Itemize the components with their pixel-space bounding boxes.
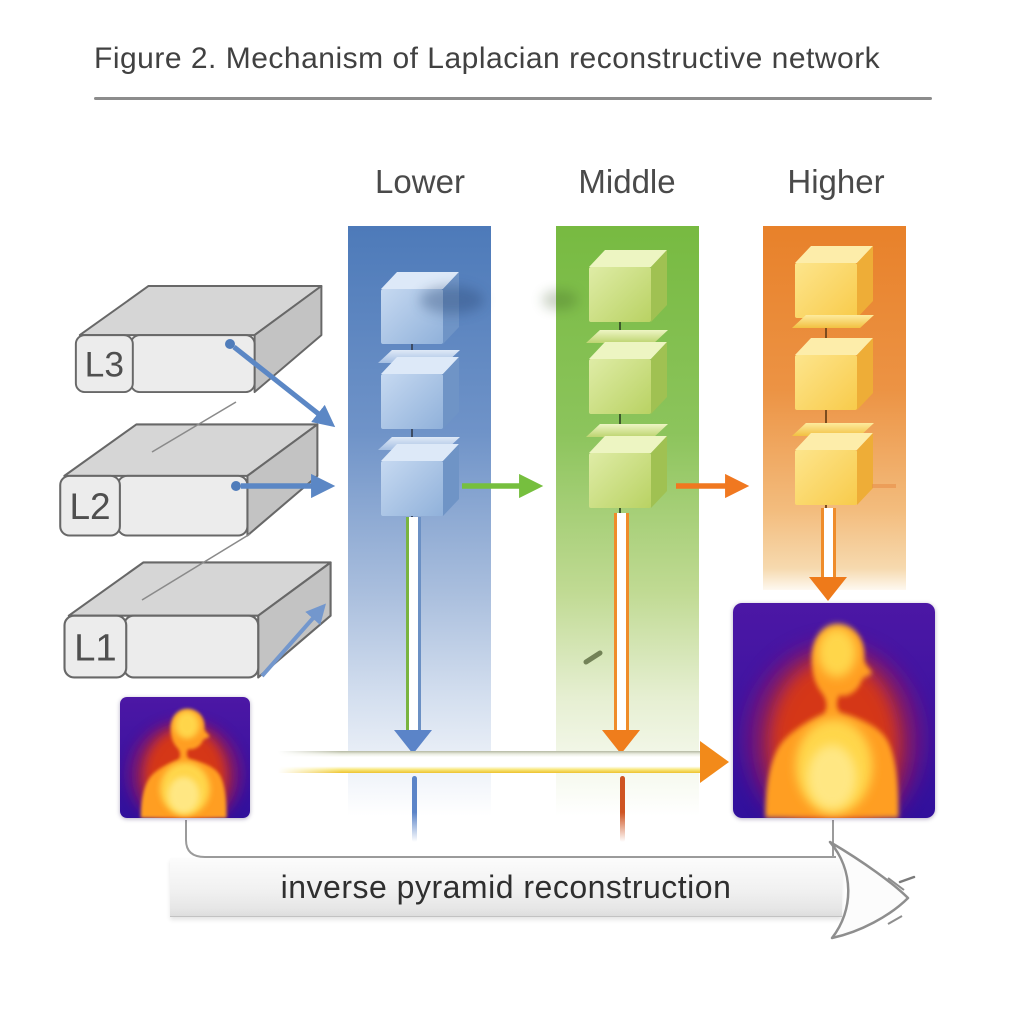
l2-slab: L2 bbox=[59, 423, 319, 537]
l1-label: L1 bbox=[74, 626, 117, 669]
lower-arrow-tail bbox=[412, 776, 417, 842]
laplacian-plate bbox=[792, 315, 874, 328]
feature-cube bbox=[381, 272, 459, 344]
higher-down-arrowhead bbox=[809, 577, 847, 601]
feature-cube bbox=[795, 338, 873, 410]
stray-mark bbox=[898, 875, 916, 884]
column-label-middle: Middle bbox=[578, 163, 676, 200]
laplacian-plate bbox=[792, 423, 874, 436]
feature-cube bbox=[795, 433, 873, 505]
l3-slab: L3 bbox=[74, 285, 323, 394]
middle-cube-connector-line bbox=[619, 315, 621, 515]
column-label-higher: Higher bbox=[787, 163, 885, 200]
l3-label: L3 bbox=[85, 345, 124, 384]
lower-down-arrowhead bbox=[394, 730, 432, 754]
l1-slab: L1 bbox=[63, 561, 332, 679]
higher-cube-connector-line bbox=[825, 310, 827, 515]
middle-down-arrowhead bbox=[602, 730, 640, 754]
reconstruction-flow-arrowhead bbox=[700, 741, 729, 783]
inverse-pyramid-banner: inverse pyramid reconstruction bbox=[170, 858, 842, 917]
feature-cube bbox=[795, 246, 873, 318]
figure-title: Figure 2. Mechanism of Laplacian reconst… bbox=[94, 42, 881, 75]
laplacian-plate bbox=[586, 424, 668, 437]
reconstruction-flow-arrow bbox=[278, 751, 702, 773]
input-thermal-image bbox=[120, 697, 250, 818]
feature-cube bbox=[381, 444, 459, 516]
higher-output-down-arrow bbox=[821, 508, 836, 578]
middle-output-down-arrow bbox=[614, 513, 629, 731]
feature-cube bbox=[589, 436, 667, 508]
laplacian-plate bbox=[586, 330, 668, 343]
output-thermal-image bbox=[733, 603, 935, 818]
l2-label: L2 bbox=[69, 485, 110, 527]
banner-bracket-line bbox=[185, 820, 836, 858]
lower-cube-connector-line bbox=[411, 335, 413, 525]
feature-cube bbox=[589, 250, 667, 322]
column-label-lower: Lower bbox=[375, 163, 465, 200]
middle-arrow-tail bbox=[620, 776, 625, 842]
title-underline bbox=[94, 97, 932, 100]
feature-cube bbox=[381, 357, 459, 429]
lower-output-down-arrow bbox=[406, 517, 421, 731]
feature-cube bbox=[589, 342, 667, 414]
banner-label: inverse pyramid reconstruction bbox=[280, 869, 732, 905]
